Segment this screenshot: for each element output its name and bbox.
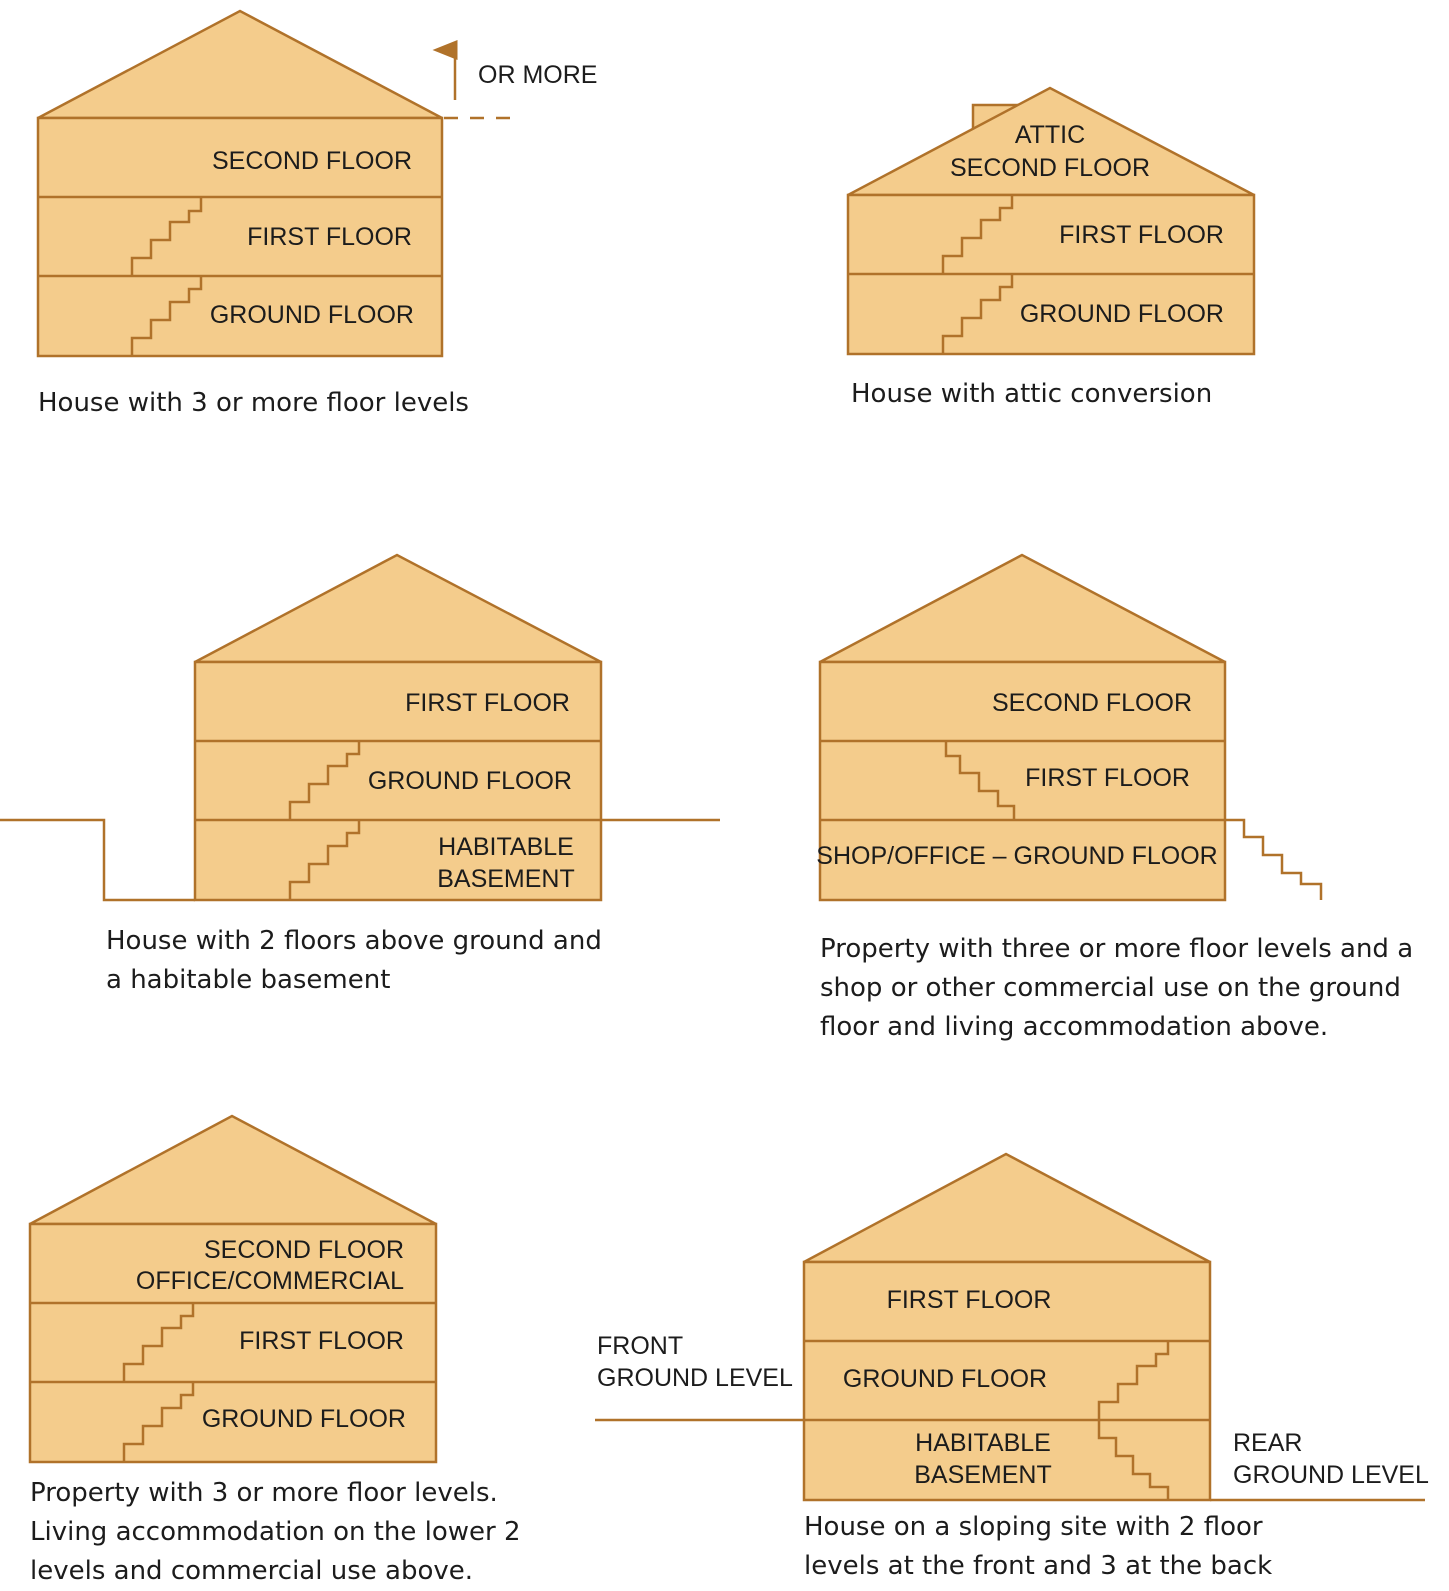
caption-house-3-floors: House with 3 or more floor levels — [38, 384, 469, 423]
front-level-label-line2: GROUND LEVEL — [597, 1364, 793, 1392]
floor-label-second: SECOND FLOOR — [204, 1236, 404, 1264]
attic-second-floor-label: SECOND FLOOR — [950, 154, 1150, 182]
caption-line: floor and living accommodation above. — [820, 1012, 1329, 1042]
caption-line: House on a sloping site with 2 floor — [804, 1512, 1263, 1542]
caption-line: levels at the front and 3 at the back — [804, 1551, 1273, 1581]
caption-sloping-site: House on a sloping site with 2 floor lev… — [804, 1508, 1272, 1586]
caption-commercial-above: Property with 3 or more floor levels. Li… — [30, 1474, 521, 1591]
floor-label-first: FIRST FLOOR — [1059, 221, 1224, 249]
or-more-label: OR MORE — [478, 61, 597, 89]
caption-line: House with 2 floors above ground and — [106, 926, 602, 956]
caption-line: Property with three or more floor levels… — [820, 934, 1414, 964]
floor-label-first: FIRST FLOOR — [247, 223, 412, 251]
basement-label-line2: BASEMENT — [914, 1461, 1052, 1489]
caption-line: a habitable basement — [106, 965, 391, 995]
house-3-floors-diagram: OR MORE SECOND FLOOR FIRST FLOOR GROUND … — [36, 9, 597, 358]
caption-line: House with attic conversion — [851, 379, 1213, 409]
floor-label-first: FIRST FLOOR — [1025, 764, 1190, 792]
basement-label-line1: HABITABLE — [438, 833, 574, 861]
shop-ground-floor-diagram: SECOND FLOOR FIRST FLOOR SHOP/OFFICE – G… — [816, 553, 1323, 902]
caption-line: shop or other commercial use on the grou… — [820, 973, 1401, 1003]
floor-label-first: FIRST FLOOR — [239, 1327, 404, 1355]
caption-attic-conversion: House with attic conversion — [851, 375, 1212, 414]
caption-line: levels and commercial use above. — [30, 1556, 474, 1586]
caption-line: House with 3 or more floor levels — [38, 388, 469, 418]
floor-label-ground: GROUND FLOOR — [368, 767, 572, 795]
caption-line: Property with 3 or more floor levels. — [30, 1478, 498, 1508]
floor-label-ground: GROUND FLOOR — [843, 1365, 1047, 1393]
rear-level-label-line2: GROUND LEVEL — [1233, 1461, 1429, 1489]
attic-conversion-diagram: ATTIC SECOND FLOOR FIRST FLOOR GROUND FL… — [846, 86, 1256, 356]
basement-label-line2: BASEMENT — [437, 865, 575, 893]
caption-basement-house: House with 2 floors above ground and a h… — [106, 922, 602, 1000]
floor-label-second: SECOND FLOOR — [212, 147, 412, 175]
caption-shop-ground-floor: Property with three or more floor levels… — [820, 930, 1413, 1047]
front-level-label-line1: FRONT — [597, 1332, 683, 1360]
floor-label-ground: GROUND FLOOR — [1020, 300, 1224, 328]
floor-label-shop-ground: SHOP/OFFICE – GROUND FLOOR — [816, 842, 1217, 870]
floor-label-second: SECOND FLOOR — [992, 689, 1192, 717]
commercial-above-diagram: SECOND FLOOR OFFICE/COMMERCIAL FIRST FLO… — [28, 1114, 438, 1464]
floor-label-office-commercial: OFFICE/COMMERCIAL — [136, 1267, 404, 1295]
floor-label-ground: GROUND FLOOR — [202, 1405, 406, 1433]
floor-label-first: FIRST FLOOR — [405, 689, 570, 717]
basement-house-diagram: FIRST FLOOR GROUND FLOOR HABITABLE BASEM… — [0, 553, 720, 902]
caption-line: Living accommodation on the lower 2 — [30, 1517, 521, 1547]
floor-label-ground: GROUND FLOOR — [210, 301, 414, 329]
floor-label-first: FIRST FLOOR — [887, 1286, 1052, 1314]
attic-label: ATTIC — [1015, 121, 1085, 149]
basement-label-line1: HABITABLE — [915, 1429, 1051, 1457]
sloping-site-diagram: FIRST FLOOR GROUND FLOOR HABITABLE BASEM… — [595, 1152, 1429, 1502]
rear-level-label-line1: REAR — [1233, 1429, 1302, 1457]
